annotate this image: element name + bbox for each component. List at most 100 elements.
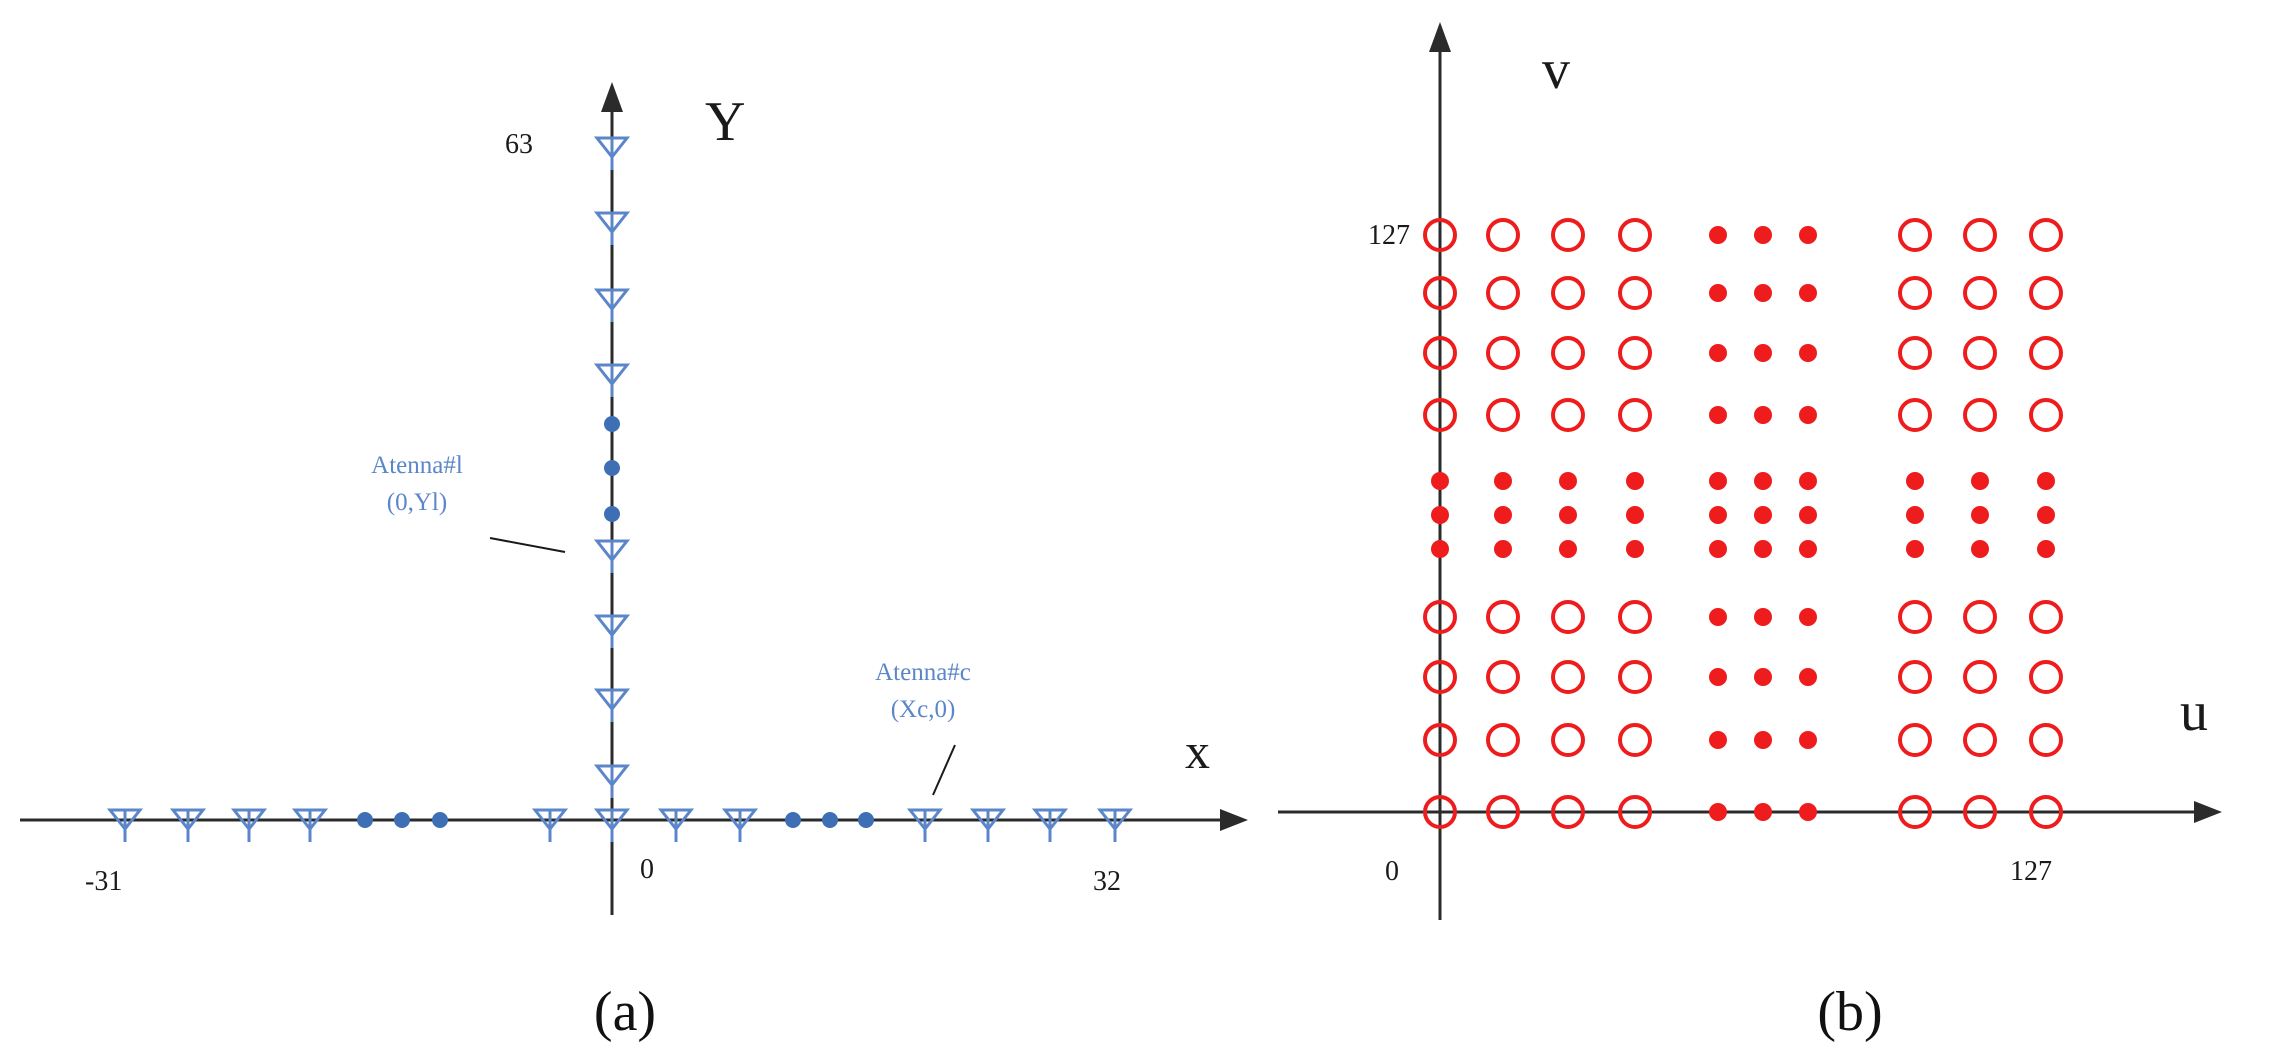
sample-ring <box>1551 660 1585 694</box>
antenna-icon <box>593 688 631 722</box>
panel-b: v u 127 0 127 (b) <box>1278 22 2222 1043</box>
sample-dot <box>1431 506 1449 524</box>
panel-b-sample-grid <box>1423 218 2063 829</box>
sample-ring <box>1551 276 1585 310</box>
sample-ring <box>1423 600 1457 634</box>
sample-dot <box>2037 540 2055 558</box>
sample-dot <box>1431 472 1449 490</box>
panel-b-v-arrow <box>1429 22 1451 52</box>
sample-dot <box>1709 803 1727 821</box>
sample-ring <box>1486 795 1520 829</box>
panel-a-x-axis-label: x <box>1185 723 1210 779</box>
sample-dot <box>1799 668 1817 686</box>
sample-dot <box>1494 540 1512 558</box>
ellipsis-dot <box>357 812 373 828</box>
sample-dot <box>1971 540 1989 558</box>
sample-dot <box>1754 506 1772 524</box>
ellipsis-dot <box>394 812 410 828</box>
sample-ring <box>1618 660 1652 694</box>
sample-dot <box>2037 472 2055 490</box>
antenna-icon <box>593 614 631 648</box>
panel-a-y-axis-label: Y <box>705 91 745 153</box>
sample-dot <box>1971 506 1989 524</box>
panel-a-x-arrow <box>1220 809 1248 831</box>
antenna-icon <box>593 211 631 245</box>
sample-ring <box>1551 795 1585 829</box>
sample-dot <box>1906 540 1924 558</box>
sample-dot <box>1709 731 1727 749</box>
ellipsis-dot <box>785 812 801 828</box>
sample-ring <box>1423 398 1457 432</box>
sample-dot <box>1799 506 1817 524</box>
sample-ring <box>1423 723 1457 757</box>
sample-dot <box>1626 472 1644 490</box>
ellipsis-dot <box>604 506 620 522</box>
antenna-icon <box>230 808 268 842</box>
panel-a-origin-tick: 0 <box>640 854 654 885</box>
antenna-c-leader <box>932 744 956 796</box>
antenna-icon <box>593 539 631 573</box>
antenna-l-coords: (0,Yl) <box>387 489 447 516</box>
sample-ring <box>1618 723 1652 757</box>
sample-dot <box>1971 472 1989 490</box>
sample-ring <box>1963 336 1997 370</box>
sample-ring <box>1898 218 1932 252</box>
antenna-icon <box>906 808 944 842</box>
sample-ring <box>1898 398 1932 432</box>
sample-ring <box>1551 398 1585 432</box>
sample-ring <box>1423 660 1457 694</box>
sample-ring <box>1486 660 1520 694</box>
sample-ring <box>2029 723 2063 757</box>
sample-ring <box>1618 336 1652 370</box>
sample-dot <box>1754 344 1772 362</box>
sample-ring <box>2029 218 2063 252</box>
sample-ring <box>1898 276 1932 310</box>
sample-ring <box>1963 276 1997 310</box>
antenna-icon <box>657 808 695 842</box>
panel-b-caption: (b) <box>1817 981 1882 1043</box>
panel-a-x-max-tick: 32 <box>1093 866 1121 897</box>
ellipsis-dot <box>858 812 874 828</box>
sample-dot <box>1799 472 1817 490</box>
sample-dot <box>1494 506 1512 524</box>
antenna-icon <box>593 288 631 322</box>
antenna-icon <box>531 808 569 842</box>
sample-dot <box>1709 668 1727 686</box>
antenna-icon <box>593 808 631 842</box>
sample-ring <box>1423 276 1457 310</box>
antenna-l-name: Atenna#l <box>371 452 463 479</box>
sample-dot <box>1626 540 1644 558</box>
panel-b-u-arrow <box>2194 801 2222 823</box>
panel-a-y-max-tick: 63 <box>505 129 533 160</box>
sample-dot <box>1494 472 1512 490</box>
sample-ring <box>1618 795 1652 829</box>
panel-a-antenna-markers <box>106 136 1134 842</box>
sample-ring <box>1963 600 1997 634</box>
antenna-icon <box>1031 808 1069 842</box>
sample-dot <box>1709 472 1727 490</box>
sample-ring <box>1486 276 1520 310</box>
sample-ring <box>1963 795 1997 829</box>
sample-ring <box>1898 600 1932 634</box>
sample-dot <box>1709 406 1727 424</box>
panel-b-u-axis-label: u <box>2180 681 2208 743</box>
antenna-c-name: Atenna#c <box>875 659 971 686</box>
sample-ring <box>1551 336 1585 370</box>
ellipsis-dot <box>822 812 838 828</box>
sample-ring <box>2029 660 2063 694</box>
ellipsis-dot <box>604 460 620 476</box>
sample-ring <box>1423 795 1457 829</box>
panel-b-v-max-tick: 127 <box>1368 220 1410 251</box>
sample-dot <box>1709 608 1727 626</box>
antenna-icon <box>106 808 144 842</box>
sample-dot <box>1799 608 1817 626</box>
antenna-icon <box>721 808 759 842</box>
sample-dot <box>1799 406 1817 424</box>
sample-ring <box>1486 723 1520 757</box>
sample-dot <box>1754 226 1772 244</box>
sample-ring <box>1486 600 1520 634</box>
sample-ring <box>1551 600 1585 634</box>
sample-ring <box>1423 218 1457 252</box>
sample-dot <box>1709 506 1727 524</box>
